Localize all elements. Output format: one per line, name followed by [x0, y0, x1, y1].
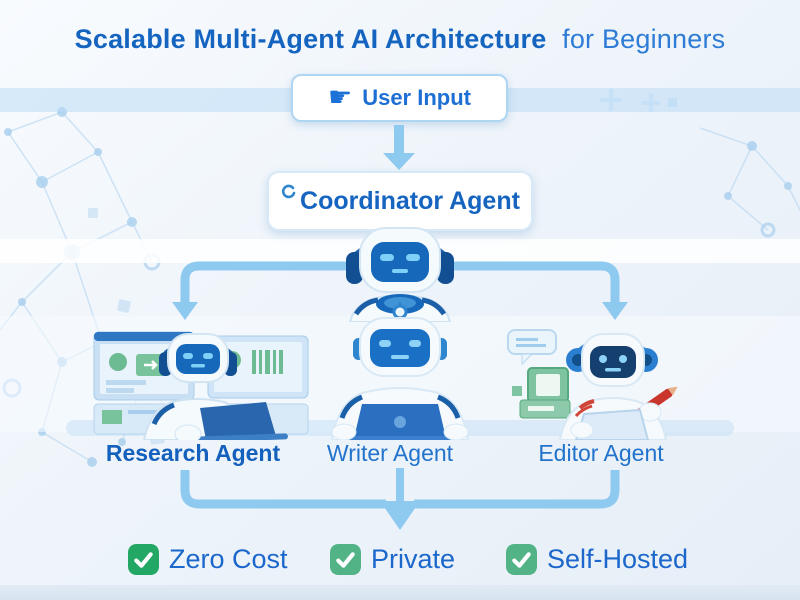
user-input-label: User Input	[362, 85, 471, 110]
pointing-hand-icon: ☛	[327, 81, 353, 112]
coordinator-agent-label: Coordinator Agent	[300, 186, 520, 215]
editor-agent-label: Editor Agent	[538, 440, 664, 466]
coordinator-agent-node: Coordinator Agent	[267, 171, 533, 231]
benefit-badge-zero-cost: Zero Cost	[128, 541, 288, 577]
benefit-label: Zero Cost	[169, 543, 288, 574]
check-icon	[506, 543, 537, 575]
user-input-node: ☛ User Input	[291, 74, 508, 122]
cycle-swirl-icon	[281, 184, 296, 199]
background-band	[0, 239, 800, 263]
converge-arrows	[180, 468, 620, 530]
research-agent-label: Research Agent	[105, 440, 281, 466]
title-main: Scalable Multi-Agent AI Architecture	[74, 24, 547, 54]
background-band	[0, 316, 800, 432]
benefit-badge-self-hosted: Self-Hosted	[506, 541, 688, 577]
arrow-down-icon	[383, 125, 415, 170]
writer-agent-label: Writer Agent	[326, 440, 454, 466]
title-suffix: for Beginners	[562, 24, 726, 54]
benefit-label: Private	[371, 543, 456, 574]
benefit-badge-private: Private	[330, 541, 455, 577]
check-icon	[128, 543, 159, 575]
page-title: Scalable Multi-Agent AI Architecture for…	[0, 24, 800, 55]
coordinator-robot-illustration	[346, 227, 454, 322]
check-icon	[330, 543, 361, 575]
desk-strip	[66, 420, 734, 436]
benefit-label: Self-Hosted	[547, 543, 689, 574]
background-band	[0, 585, 800, 600]
